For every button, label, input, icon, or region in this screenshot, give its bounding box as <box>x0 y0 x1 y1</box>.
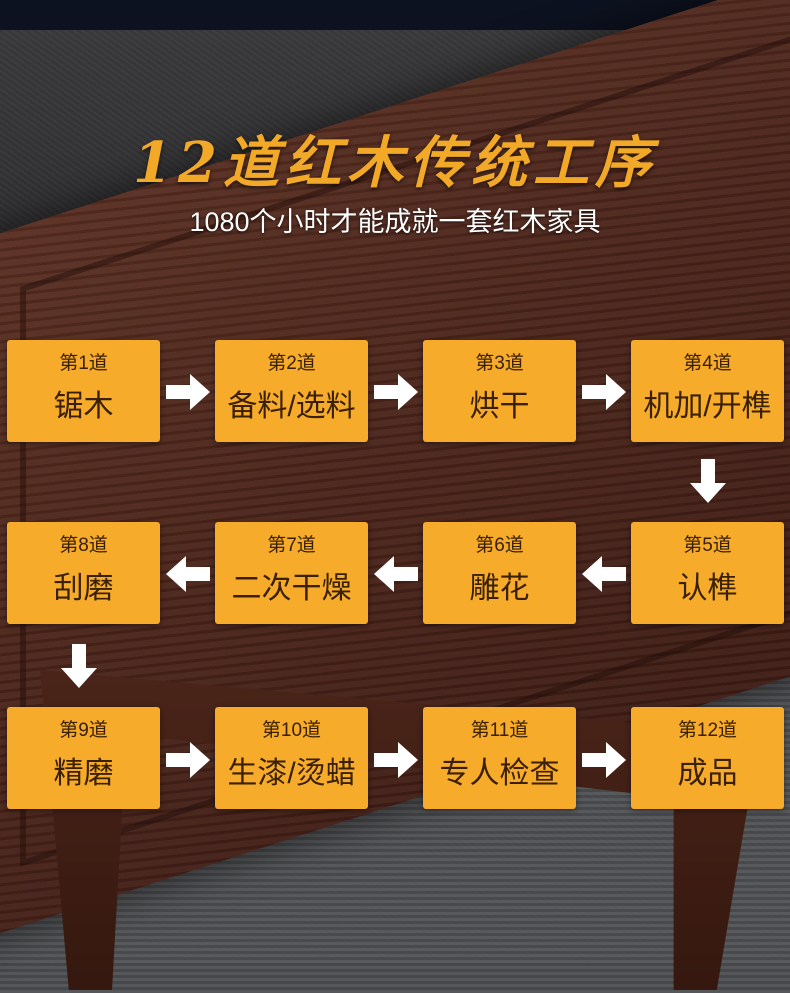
step-number: 第10道 <box>215 715 368 742</box>
step-number: 第12道 <box>631 715 784 742</box>
arrow-down-icon <box>690 459 726 503</box>
step-name: 认榫 <box>631 563 784 607</box>
step-2: 第2道 备料/选料 <box>215 340 368 442</box>
step-name: 精磨 <box>7 748 160 792</box>
step-name: 专人检查 <box>423 748 576 792</box>
step-name: 二次干燥 <box>215 563 368 607</box>
step-number: 第9道 <box>7 715 160 742</box>
arrow-left-icon <box>166 556 210 592</box>
step-number: 第2道 <box>215 348 368 375</box>
arrow-right-icon <box>582 374 626 410</box>
step-8: 第8道 刮磨 <box>7 522 160 624</box>
arrow-right-icon <box>166 742 210 778</box>
step-10: 第10道 生漆/烫蜡 <box>215 707 368 809</box>
step-name: 生漆/烫蜡 <box>215 748 368 792</box>
step-name: 烘干 <box>423 381 576 425</box>
step-number: 第7道 <box>215 530 368 557</box>
step-name: 雕花 <box>423 563 576 607</box>
page-title: 12道红木传统工序 <box>0 118 790 199</box>
step-1: 第1道 锯木 <box>7 340 160 442</box>
step-number: 第4道 <box>631 348 784 375</box>
step-name: 锯木 <box>7 381 160 425</box>
arrow-left-icon <box>374 556 418 592</box>
arrow-right-icon <box>166 374 210 410</box>
step-number: 第8道 <box>7 530 160 557</box>
step-number: 第1道 <box>7 348 160 375</box>
step-12: 第12道 成品 <box>631 707 784 809</box>
step-name: 刮磨 <box>7 563 160 607</box>
step-7: 第7道 二次干燥 <box>215 522 368 624</box>
step-name: 成品 <box>631 748 784 792</box>
step-number: 第6道 <box>423 530 576 557</box>
step-6: 第6道 雕花 <box>423 522 576 624</box>
step-name: 机加/开榫 <box>631 381 784 425</box>
arrow-right-icon <box>374 374 418 410</box>
arrow-right-icon <box>582 742 626 778</box>
step-number: 第11道 <box>423 715 576 742</box>
step-5: 第5道 认榫 <box>631 522 784 624</box>
step-4: 第4道 机加/开榫 <box>631 340 784 442</box>
step-name: 备料/选料 <box>215 381 368 425</box>
step-9: 第9道 精磨 <box>7 707 160 809</box>
arrow-left-icon <box>582 556 626 592</box>
step-number: 第5道 <box>631 530 784 557</box>
arrow-right-icon <box>374 742 418 778</box>
step-11: 第11道 专人检查 <box>423 707 576 809</box>
page-subtitle: 1080个小时才能成就一套红木家具 <box>0 200 790 239</box>
arrow-down-icon <box>61 644 97 688</box>
step-number: 第3道 <box>423 348 576 375</box>
step-3: 第3道 烘干 <box>423 340 576 442</box>
